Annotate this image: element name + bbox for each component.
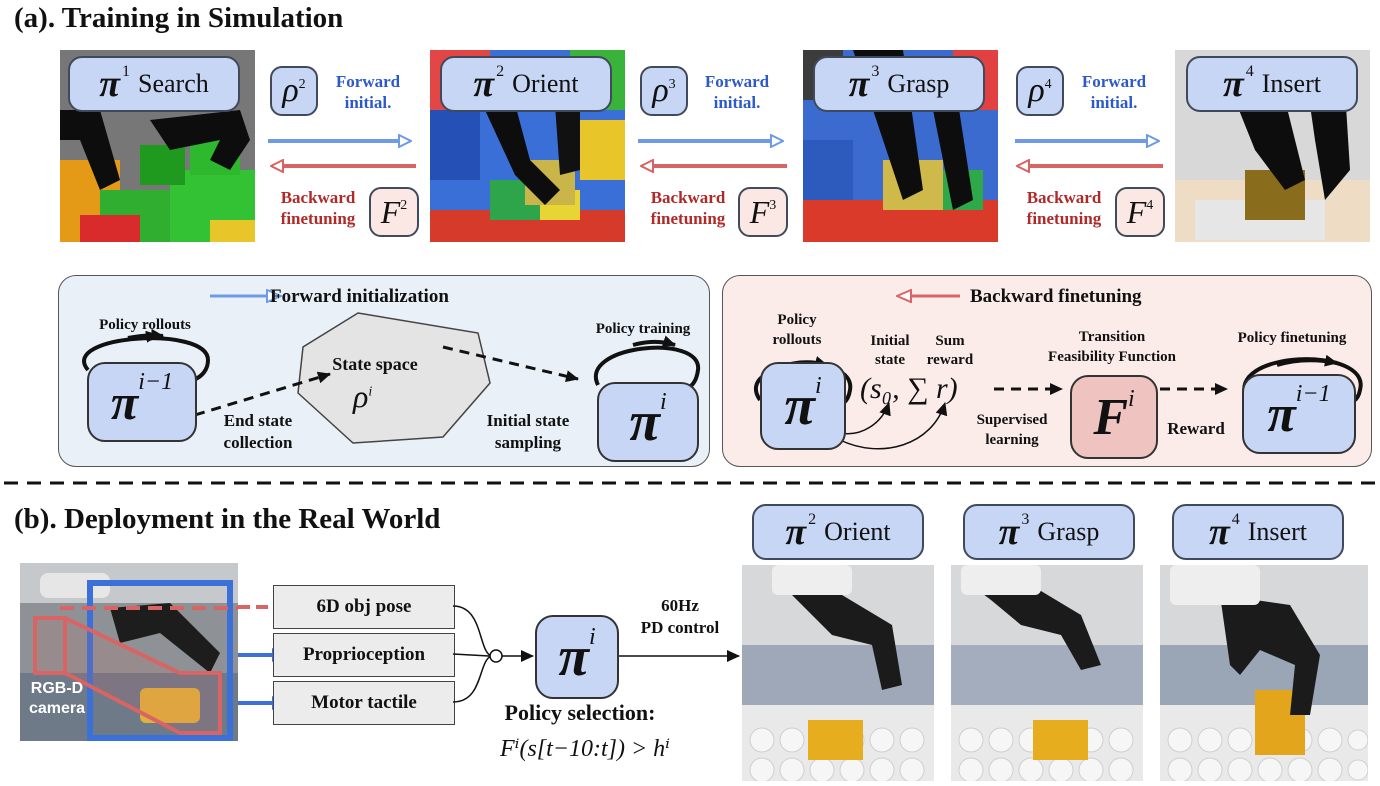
tuple-expression: (s₀, ∑ r): [860, 372, 958, 405]
collect-arrow: [194, 371, 331, 417]
camera-view-image: [20, 563, 238, 741]
selection-formula: Fⁱ(s[t−10:t]) > hⁱ: [499, 736, 671, 762]
reward-label: Reward: [1167, 419, 1225, 438]
rho-i-symbol: ρi: [353, 378, 373, 414]
input-6d-obj-pose: 6D obj pose: [273, 585, 455, 629]
policy-training-label: Policy training: [595, 321, 691, 337]
stage-insert-label: π 4 Insert: [1186, 56, 1358, 112]
section-a-title: (a). Training in Simulation: [14, 2, 344, 34]
real-image-orient: [742, 565, 934, 781]
backward-panel-title: Backward finetuning: [970, 286, 1142, 307]
policy-selection-label: Policy selection:: [504, 700, 656, 725]
stage-grasp-label: π 3 Grasp: [813, 56, 985, 112]
deploy-stage-insert-label: π 4 Insert: [1172, 504, 1344, 560]
input-motor-tactile: Motor tactile: [273, 681, 455, 725]
transition-arrows: [268, 0, 1163, 260]
forward-panel-title: Forward initialization: [270, 286, 449, 307]
policy-finetuning-label: Policy finetuning: [1237, 330, 1347, 346]
section-divider: [4, 481, 1376, 485]
deploy-stage-grasp-label: π 3 Grasp: [963, 504, 1135, 560]
input-merge-arrows: [453, 605, 740, 703]
pi-symbol: π: [99, 63, 120, 105]
stage-search-label: π 1 Search: [68, 56, 240, 112]
state-space-polygon: [297, 312, 491, 444]
section-b-title: (b). Deployment in the Real World: [14, 503, 441, 535]
real-image-grasp: [951, 565, 1143, 781]
deploy-stage-orient-label: π 2 Orient: [752, 504, 924, 560]
policy-rollouts-label: Policy rollouts: [99, 317, 191, 333]
input-proprioception: Proprioception: [273, 633, 455, 677]
stage-orient-label: π 2 Orient: [440, 56, 612, 112]
sample-arrow: [442, 345, 579, 383]
real-image-insert: [1160, 565, 1368, 781]
state-space-label: State space: [332, 354, 418, 374]
